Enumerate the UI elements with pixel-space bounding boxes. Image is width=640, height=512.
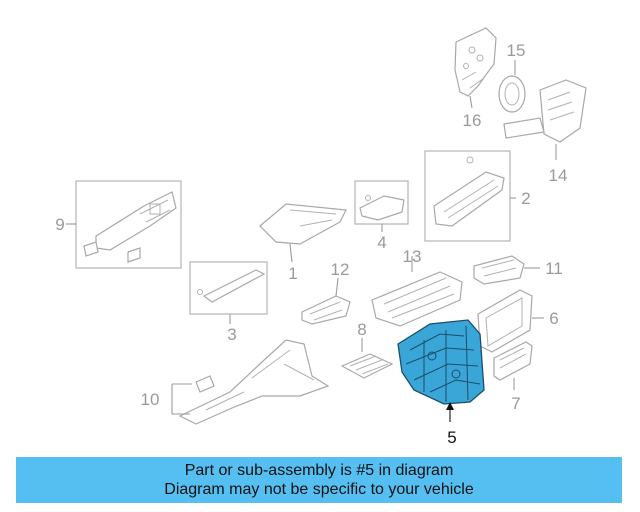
part-7[interactable] <box>493 341 533 381</box>
part-2-box <box>424 150 511 242</box>
callout-4: 4 <box>377 233 386 252</box>
part-1[interactable] <box>259 203 347 245</box>
part-12[interactable] <box>301 295 351 325</box>
callout-7: 7 <box>511 394 520 413</box>
part-14[interactable] <box>503 79 587 143</box>
callout-2: 2 <box>521 189 530 208</box>
part-3[interactable] <box>197 269 266 303</box>
parts-diagram: 16 15 14 2 4 9 1 <box>55 27 587 447</box>
part-11[interactable] <box>473 255 525 285</box>
callout-10: 10 <box>141 390 160 409</box>
callout-8: 8 <box>357 320 366 339</box>
part-5-highlighted[interactable] <box>397 319 485 405</box>
part-16[interactable] <box>454 27 497 97</box>
part-9[interactable] <box>83 191 177 263</box>
part-8[interactable] <box>340 353 394 379</box>
part-4[interactable] <box>359 195 405 221</box>
part-13[interactable] <box>371 271 463 327</box>
callout-3: 3 <box>227 325 236 344</box>
part-2[interactable] <box>433 156 505 227</box>
banner-line-1: Part or sub-assembly is #5 in diagram <box>184 462 454 479</box>
info-banner: Part or sub-assembly is #5 in diagram Di… <box>16 457 622 503</box>
banner-line-2: Diagram may not be specific to your vehi… <box>164 481 474 498</box>
callout-9: 9 <box>55 215 64 234</box>
callout-6: 6 <box>549 309 558 328</box>
callout-15: 15 <box>507 41 526 60</box>
callout-13: 13 <box>403 247 422 266</box>
callout-1: 1 <box>288 264 297 283</box>
callout-14: 14 <box>549 166 568 185</box>
part-10[interactable] <box>178 339 330 425</box>
part-15[interactable] <box>498 75 526 113</box>
callout-12: 12 <box>331 260 350 279</box>
callout-11: 11 <box>545 259 563 278</box>
part-3-box <box>189 261 268 315</box>
callout-5: 5 <box>447 428 456 447</box>
callout-16: 16 <box>463 111 482 130</box>
